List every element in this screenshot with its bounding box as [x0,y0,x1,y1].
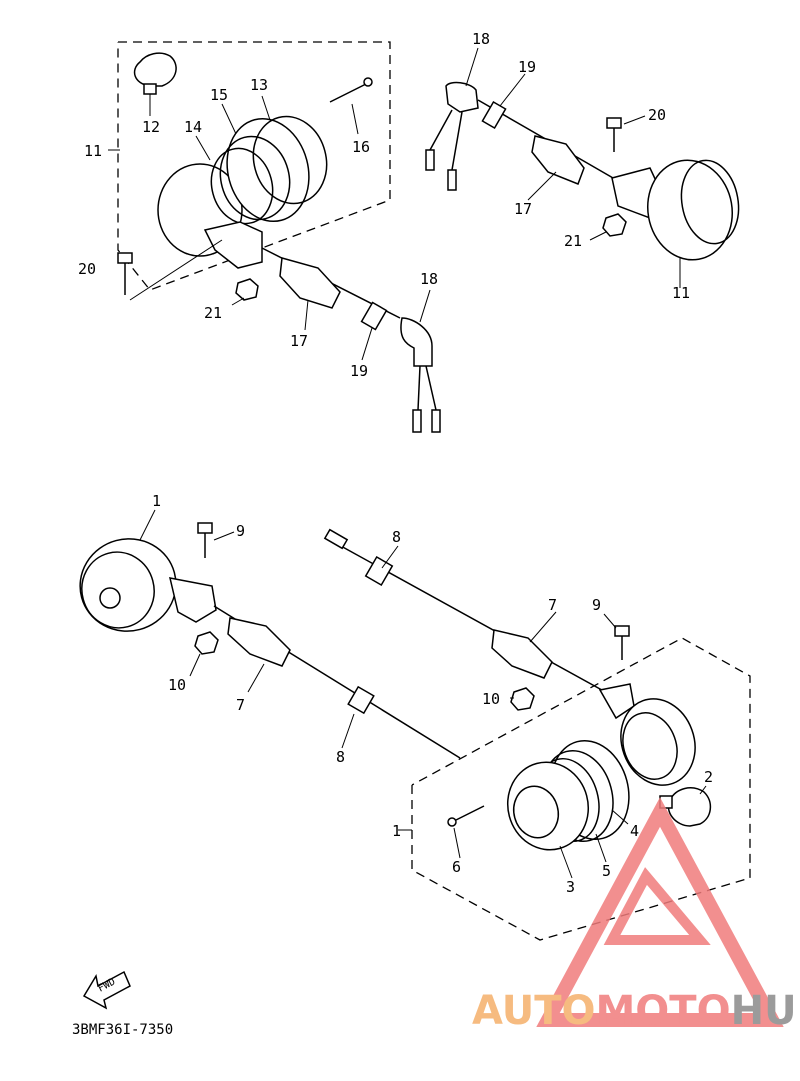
callout-19-left: 19 [350,362,368,380]
callout-8-left: 8 [336,748,345,766]
bolt-20-left [117,252,133,295]
callout-11-left: 11 [84,142,102,160]
lamp-housing-top-left [157,115,328,269]
callout-9-left: 9 [236,522,245,540]
watermark-moto: MOTO [596,988,731,1034]
callout-4: 4 [630,822,639,840]
callout-17-left: 17 [290,332,308,350]
callout-1-bottom: 1 [392,822,401,840]
grommet-8-right [364,555,394,587]
callout-5: 5 [602,862,611,880]
nut-21-left [235,278,259,301]
callout-9-right: 9 [592,596,601,614]
grommet-19-top [481,100,507,130]
nut-21-right [602,213,627,237]
callout-7-left: 7 [236,696,245,714]
callout-13: 13 [250,76,268,94]
callout-20-left: 20 [78,260,96,278]
lamp-housing-bottom-right [598,683,696,786]
callout-10-right: 10 [482,690,500,708]
callout-labels: 11 12 13 14 15 16 20 21 17 19 18 18 19 2… [78,30,713,896]
bolt-9-right [614,625,630,660]
watermark-inner-triangle [603,867,711,945]
connector-18-top [425,81,479,191]
stem-7-left [227,617,291,667]
watermark-triangle [536,797,784,1027]
watermark: AUTOMOTOHUB [472,797,800,1034]
svg-text:AUTOMOTOHUB: AUTOMOTOHUB [472,988,800,1034]
callout-18-right: 18 [472,30,490,48]
lamp-housing-bottom-left [79,538,217,632]
nut-10-right [510,687,535,711]
assembly-top-right [425,81,740,261]
bolt-9-left [197,522,213,558]
callout-21-left: 21 [204,304,222,322]
callout-7-right: 7 [548,596,557,614]
watermark-hub: HUB [731,988,800,1034]
callout-12: 12 [142,118,160,136]
assembly-bottom-right [323,528,751,941]
bolt-20-right [606,117,622,152]
screw-16 [329,81,371,103]
leader-lines [108,47,707,879]
grommet-8-left [347,685,375,715]
screw-6 [451,805,485,823]
callout-19-right: 19 [518,58,536,76]
assembly-bottom-left [79,522,461,759]
callout-3: 3 [566,878,575,896]
callout-14: 14 [184,118,202,136]
callout-16: 16 [352,138,370,156]
bulb-12 [133,52,177,95]
callout-8-right: 8 [392,528,401,546]
lamp-housing-top-right [611,159,740,261]
assembly-top-left [117,41,441,433]
callout-10-left: 10 [168,676,186,694]
callout-2: 2 [704,768,713,786]
callout-20-right: 20 [648,106,666,124]
part-code: 3BMF36I-7350 [72,1022,173,1038]
stem-7-right [491,629,553,679]
callout-6: 6 [452,858,461,876]
callout-11-right: 11 [672,284,690,302]
callout-17-right: 17 [514,200,532,218]
callout-15: 15 [210,86,228,104]
stem-cable-top-left [261,247,441,433]
callout-18-left: 18 [420,270,438,288]
fwd-arrow: FWD [82,970,131,1010]
lens-stack-bottom-right [506,739,630,851]
nut-10-left [194,631,219,655]
group-box-top-left [117,41,391,291]
stem-17-top [531,135,585,185]
callout-1-top: 1 [152,492,161,510]
watermark-auto: AUTO [472,988,596,1034]
callout-21-right: 21 [564,232,582,250]
